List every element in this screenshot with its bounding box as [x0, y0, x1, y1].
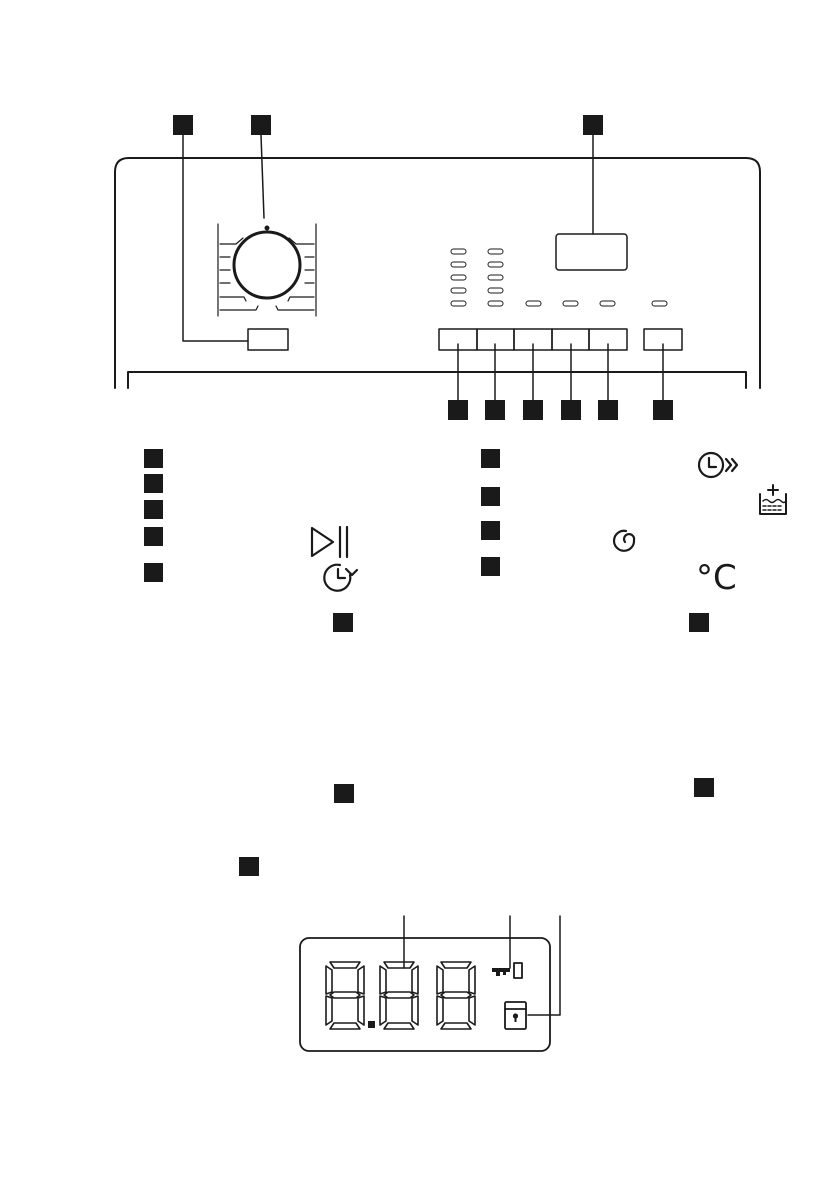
legend-marker — [481, 487, 500, 506]
callout-marker-bottom-4 — [561, 344, 581, 420]
callout-marker-top-1 — [173, 115, 248, 341]
panel-display-window — [556, 234, 627, 270]
legend-marker — [144, 500, 163, 519]
indicator-leds — [451, 249, 667, 306]
legend-marker — [144, 449, 163, 468]
display-decimal-point — [368, 1021, 375, 1028]
dial-lower-button[interactable] — [248, 329, 288, 350]
legend-marker — [481, 557, 500, 576]
start-pause-icon — [312, 527, 347, 557]
time-manager-icon — [699, 453, 737, 477]
display-digit-1 — [326, 962, 364, 1029]
extra-rinse-icon — [760, 485, 786, 514]
legend-marker — [481, 521, 500, 540]
display-digit-2 — [380, 962, 418, 1029]
programme-selector-dial[interactable] — [218, 224, 316, 316]
display-digit-3 — [437, 962, 475, 1029]
display-digits — [326, 962, 475, 1029]
legend-right-column: °C — [481, 449, 786, 598]
display-detail — [300, 916, 560, 1051]
legend-marker — [144, 474, 163, 493]
legend-marker — [481, 449, 500, 468]
door-lock-icon — [505, 1002, 526, 1029]
callout-marker-bottom-2 — [485, 344, 505, 420]
display-frame — [300, 938, 550, 1051]
legend-marker — [144, 527, 163, 546]
callout-markers-bottom — [448, 344, 673, 420]
callout-marker-bottom-6 — [653, 344, 673, 420]
callout-marker-bottom-3 — [523, 344, 543, 420]
legend-left-column — [144, 449, 357, 591]
callout-marker-top-3 — [583, 115, 603, 234]
text-reference-markers — [239, 613, 714, 876]
temperature-icon: °C — [696, 558, 737, 598]
callout-marker-top-2 — [251, 115, 271, 218]
spin-icon — [614, 531, 634, 551]
legend-marker — [144, 563, 163, 582]
callout-marker-bottom-1 — [448, 344, 468, 420]
callout-marker-bottom-5 — [598, 344, 618, 420]
delay-start-icon — [324, 565, 357, 591]
panel-lower-edge — [128, 372, 746, 388]
child-lock-key-icon — [492, 963, 522, 978]
